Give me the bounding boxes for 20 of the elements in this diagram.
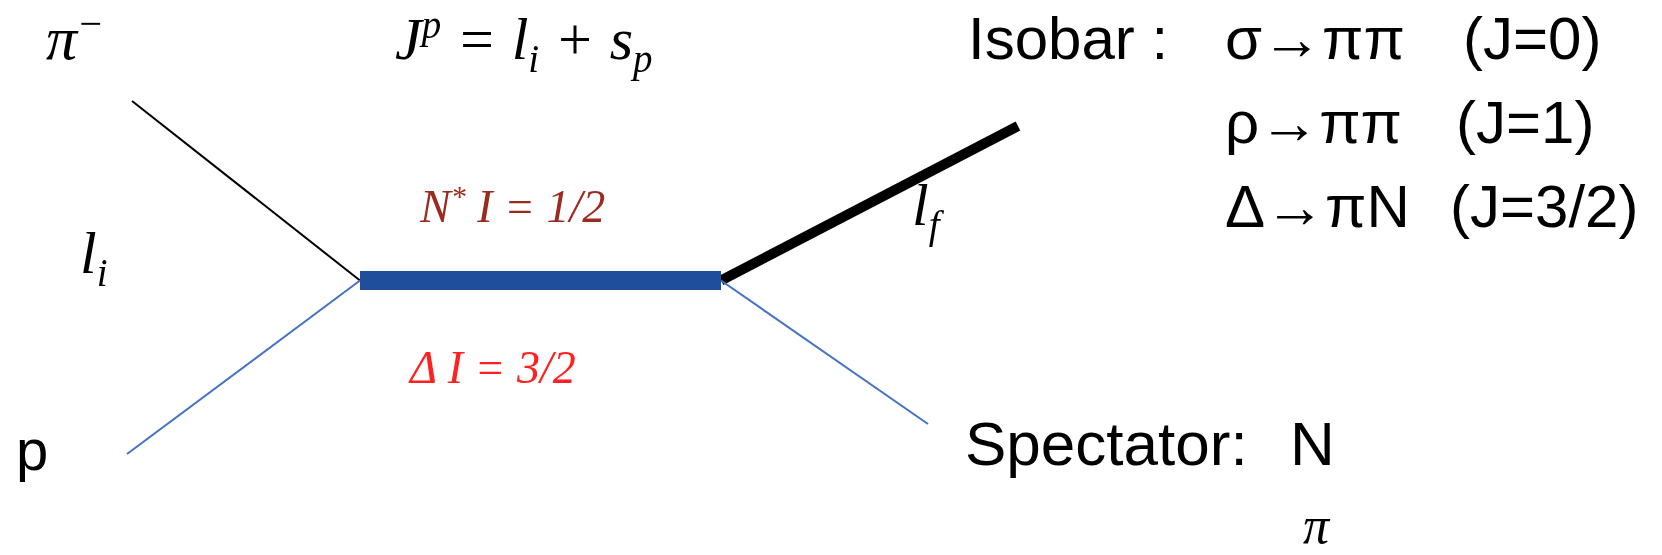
spin-label: (J=3/2): [1450, 174, 1639, 240]
formula: J$^{p}$ = l$_{i}$ + s$_{p}$: [395, 4, 653, 81]
spin-label: (J=1): [1456, 90, 1595, 156]
particle-label: p: [16, 418, 49, 482]
particle-label: N: [1290, 410, 1335, 479]
decay-label: σ→ππ: [1225, 6, 1405, 72]
decay-label: Δ→πN: [1225, 174, 1410, 240]
particle-line: [720, 279, 929, 425]
angular-momentum-label: l$_{i}$: [80, 220, 108, 295]
decay-label: ρ→ππ: [1225, 90, 1402, 156]
spin-label: (J=0): [1463, 6, 1602, 72]
particle-label: π: [1303, 500, 1330, 552]
particle-line: [126, 279, 361, 455]
resonance-label: N$^{*}$ I = 1/2: [420, 180, 606, 233]
particle-line: [131, 100, 361, 282]
particle-label: π$^{−}$: [46, 2, 105, 72]
resonance-label: Δ I = 3/2: [410, 343, 576, 394]
propagator-bar: [360, 271, 721, 290]
heading-label: Spectator:: [965, 410, 1248, 479]
heading-label: Isobar :: [968, 6, 1169, 72]
